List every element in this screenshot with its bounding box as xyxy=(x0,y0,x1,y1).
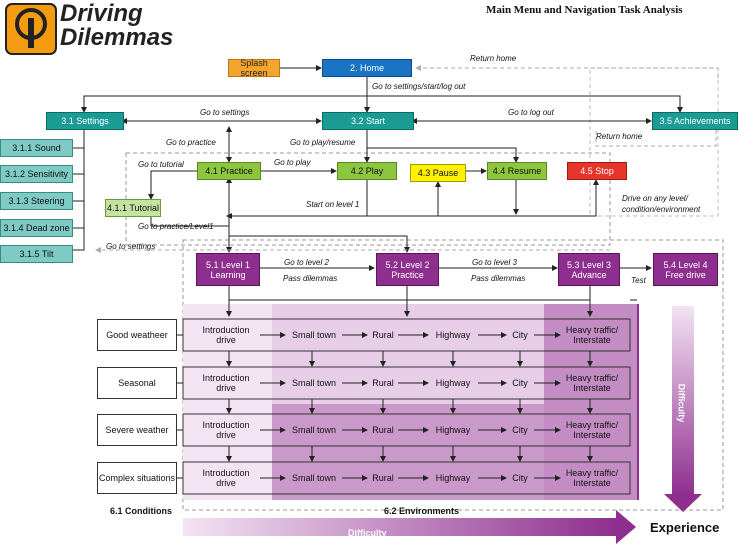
return-lines xyxy=(95,65,719,253)
difficulty-horizontal-label: Difficulty xyxy=(348,528,387,538)
env-highway-r2: Highway xyxy=(435,378,471,388)
env-highway-r4: Highway xyxy=(435,473,471,483)
env-heavy-r2: Heavy traffic/ Interstate xyxy=(565,373,619,393)
node-resume: 4.4 Resume xyxy=(487,162,547,180)
env-city-r1: City xyxy=(512,330,528,340)
env-city-r4: City xyxy=(512,473,528,483)
experience-label: Experience xyxy=(650,520,720,535)
condition-seasonal: Seasonal xyxy=(97,367,177,399)
logo-line2: Dilemmas xyxy=(60,24,174,51)
node-sensitivity: 3.1.2 Sensitivity xyxy=(0,165,73,183)
env-heavy-r4: Heavy traffic/ Interstate xyxy=(565,468,619,488)
node-pause: 4.3 Pause xyxy=(410,164,466,182)
label-goto-logout: Go to log out xyxy=(508,108,554,117)
label-start-on-level1: Start on level 1 xyxy=(306,200,360,209)
env-highway-r3: Highway xyxy=(435,425,471,435)
label-test: Test xyxy=(631,276,646,285)
label-return-home-right: Return home xyxy=(596,132,643,141)
node-level4: 5.4 Level 4 Free drive xyxy=(653,253,718,286)
env-highway-r1: Highway xyxy=(435,330,471,340)
condition-good-weather: Good weatheer xyxy=(97,319,177,351)
difficulty-vertical-label: Difficulty xyxy=(676,383,687,423)
difficulty-arrow-horizontal xyxy=(183,510,636,544)
env-smalltown-r1: Small town xyxy=(291,330,336,340)
conditions-heading: 6.1 Conditions xyxy=(110,506,173,516)
env-city-r2: City xyxy=(512,378,528,388)
env-smalltown-r4: Small town xyxy=(291,473,336,483)
label-goto-settings: Go to settings xyxy=(200,108,250,117)
difficulty-arrow-vertical xyxy=(664,306,702,512)
label-goto-level2: Go to level 2 xyxy=(284,258,329,267)
node-practice: 4.1 Practice xyxy=(197,162,261,180)
node-start: 3.2 Start xyxy=(322,112,414,130)
node-level3: 5.3 Level 3 Advance xyxy=(558,253,620,286)
label-pass-dilemmas-2: Pass dilemmas xyxy=(471,274,526,283)
node-sound: 3.1.1 Sound xyxy=(0,139,73,157)
label-drive-any-level: Drive on any level/ condition/environmen… xyxy=(622,194,701,214)
connectors xyxy=(63,65,683,317)
logo xyxy=(5,3,57,55)
label-pass-dilemmas-1: Pass dilemmas xyxy=(283,274,338,283)
env-rural-r2: Rural xyxy=(372,378,394,388)
row-arrows xyxy=(176,332,561,481)
node-level2: 5.2 Level 2 Practice xyxy=(376,253,439,286)
node-achievements: 3.5 Achievements xyxy=(652,112,738,130)
env-intro-r2: Introduction drive xyxy=(202,373,250,393)
label-goto-play: Go to play xyxy=(274,158,311,167)
node-tilt: 3.1.5 Tilt xyxy=(0,245,73,263)
node-tutorial: 4.1.1 Tutorial xyxy=(105,199,161,217)
env-rural-r1: Rural xyxy=(372,330,394,340)
label-goto-practice: Go to practice xyxy=(166,138,216,147)
logo-line1: Driving xyxy=(60,0,143,27)
node-play: 4.2 Play xyxy=(337,162,397,180)
node-settings: 3.1 Settings xyxy=(46,112,124,130)
env-rural-r4: Rural xyxy=(372,473,394,483)
label-goto-practice-level1: Go to practice/Level1 xyxy=(138,222,214,231)
node-home: 2. Home xyxy=(322,59,412,77)
node-splash-screen: Splash screen xyxy=(228,58,280,78)
condition-complex-situations: Complex situations xyxy=(97,462,177,494)
label-goto-settings-start-logout: Go to settings/start/log out xyxy=(372,82,466,91)
condition-severe-weather: Severe weather xyxy=(97,414,177,446)
env-heavy-r3: Heavy traffic/ Interstate xyxy=(565,420,619,440)
label-goto-level3: Go to level 3 xyxy=(472,258,517,267)
env-rural-r3: Rural xyxy=(372,425,394,435)
label-goto-play-resume: Go to play/resume xyxy=(290,138,356,147)
node-level1: 5.1 Level 1 Learning xyxy=(196,253,260,286)
env-intro-r4: Introduction drive xyxy=(202,468,250,488)
label-return-home-top: Return home xyxy=(470,54,517,63)
page-title: Main Menu and Navigation Task Analysis xyxy=(486,4,683,16)
env-smalltown-r3: Small town xyxy=(291,425,336,435)
node-steering: 3.1.3 Steering xyxy=(0,192,73,210)
env-city-r3: City xyxy=(512,425,528,435)
env-heavy-r1: Heavy traffic/ Interstate xyxy=(565,325,619,345)
label-goto-tutorial: Go to tutorial xyxy=(138,160,184,169)
env-smalltown-r2: Small town xyxy=(291,378,336,388)
env-intro-r1: Introduction drive xyxy=(202,325,250,345)
environments-heading: 6.2 Environments xyxy=(384,506,460,516)
env-intro-r3: Introduction drive xyxy=(202,420,250,440)
label-goto-settings-bottom: Go to settings xyxy=(106,242,156,251)
node-deadzone: 3.1.4 Dead zone xyxy=(0,219,73,237)
node-stop: 4.5 Stop xyxy=(567,162,627,180)
column-arrows xyxy=(226,351,593,462)
